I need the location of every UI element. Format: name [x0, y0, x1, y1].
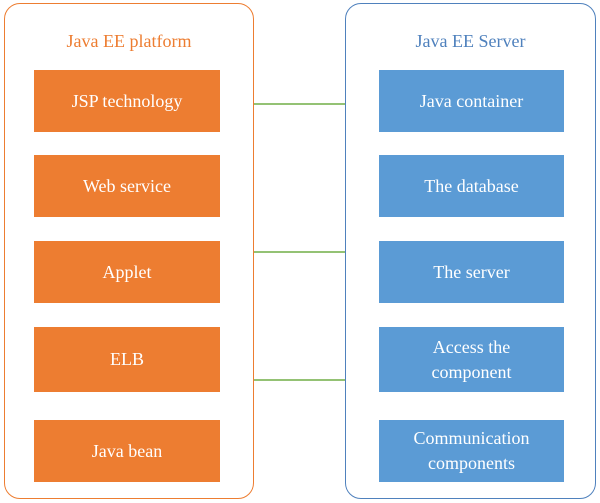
- platform-item-jsp-technology: JSP technology: [34, 70, 220, 132]
- server-item-the-server: The server: [379, 241, 564, 303]
- java-ee-platform-panel: Java EE platform: [4, 3, 254, 499]
- server-item-the-database: The database: [379, 155, 564, 217]
- panel-title: Java EE Server: [415, 31, 526, 51]
- platform-item-java-bean: Java bean: [34, 420, 220, 482]
- server-item-java-container: Java container: [379, 70, 564, 132]
- platform-item-applet: Applet: [34, 241, 220, 303]
- server-item-communication-components: Communication components: [379, 420, 564, 482]
- panel-title: Java EE platform: [66, 31, 192, 51]
- platform-item-web-service: Web service: [34, 155, 220, 217]
- server-item-access-the-component: Access the component: [379, 327, 564, 392]
- java-ee-server-panel: Java EE Server: [345, 3, 596, 499]
- platform-item-elb: ELB: [34, 327, 220, 392]
